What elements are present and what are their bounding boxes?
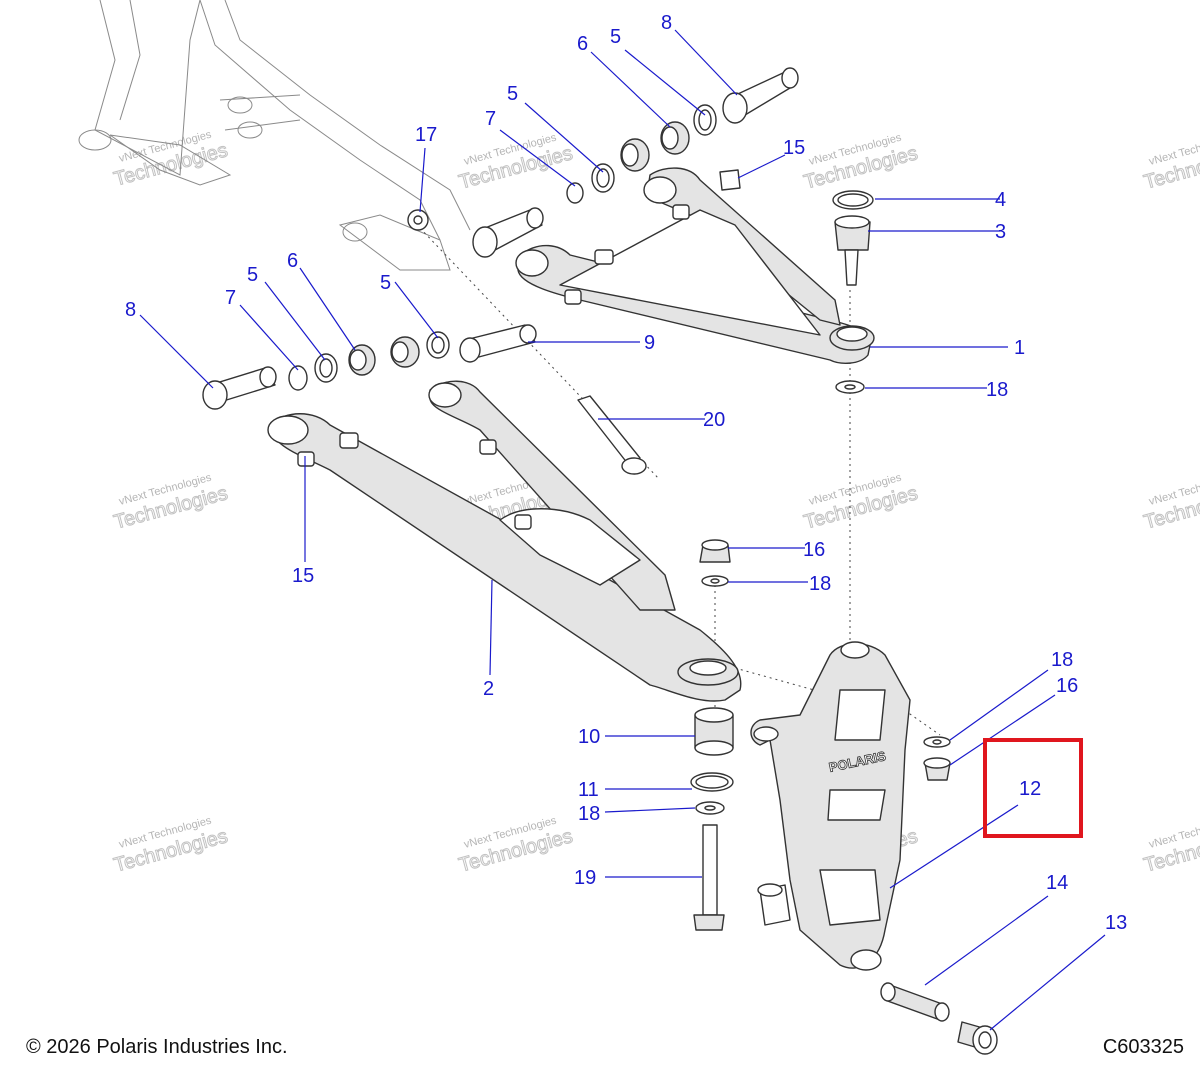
watermark-9: vNext Technologies Technologies [111,815,230,878]
watermark-7: vNext Technologies Technologies [801,472,920,535]
callout-5-upper-left: 5 [507,83,518,105]
callout-17: 17 [415,124,437,146]
watermark-5: vNext Technologies Technologies [111,472,230,535]
callout-7-lower: 7 [225,287,236,309]
callout-13: 13 [1105,912,1127,934]
callout-6-lower: 6 [287,250,298,272]
callout-18-upper: 18 [986,379,1008,401]
callout-16-right: 16 [1056,675,1078,697]
callout-8-upper: 8 [661,12,672,34]
callout-7-upper: 7 [485,108,496,130]
steering-knuckle: POLARIS [750,641,911,971]
callout-14: 14 [1046,872,1068,894]
knuckle-bushings [880,982,998,1055]
watermark-3: vNext Technologies Technologies [801,132,920,195]
copyright-notice: © 2026 Polaris Industries Inc. [26,1036,288,1058]
callout-3: 3 [995,221,1006,243]
watermark-2: vNext Technologies Technologies [456,132,575,195]
callout-12: 12 [1019,778,1041,800]
callout-11: 11 [578,779,599,801]
callout-4: 4 [995,189,1006,211]
callout-15-lower: 15 [292,565,314,587]
callout-5-lower-right: 5 [380,272,391,294]
watermark-4: vNext Technologies Technologies [1141,132,1200,195]
leader-lines [139,29,1106,1031]
watermark-10: vNext Technologies Technologies [456,815,575,878]
callout-1: 1 [1014,337,1025,359]
callout-2: 2 [483,678,494,700]
upper-control-arm [515,167,875,364]
background-frame-illustration [78,0,471,271]
callout-19: 19 [574,867,596,889]
callout-16-center: 16 [803,539,825,561]
callout-labels: 1 2 3 4 5 5 5 5 6 6 7 7 8 8 9 10 11 12 1… [125,12,1127,934]
callout-20: 20 [703,409,725,431]
lower-pivot-hardware [202,324,647,475]
callout-18-right: 18 [1051,649,1073,671]
knuckle-hardware [690,539,951,931]
callout-5-lower-left: 5 [247,264,258,286]
watermark-8: vNext Technologies Technologies [1141,472,1200,535]
callout-6-upper: 6 [577,33,588,55]
callout-5-upper-right: 5 [610,26,621,48]
ball-joint-assembly [832,190,874,394]
callout-8-lower: 8 [125,299,136,321]
upper-pivot-hardware [407,67,799,258]
callout-10: 10 [578,726,600,748]
callout-9: 9 [644,332,655,354]
callout-18-lower: 18 [578,803,600,825]
part-12-highlight-box [983,738,1083,838]
drawing-number: C603325 [1102,1036,1184,1058]
callout-18-center: 18 [809,573,831,595]
watermark-12: vNext Technologies Technologies [1141,815,1200,878]
callout-15-upper: 15 [783,137,805,159]
lower-control-arm [267,380,742,702]
